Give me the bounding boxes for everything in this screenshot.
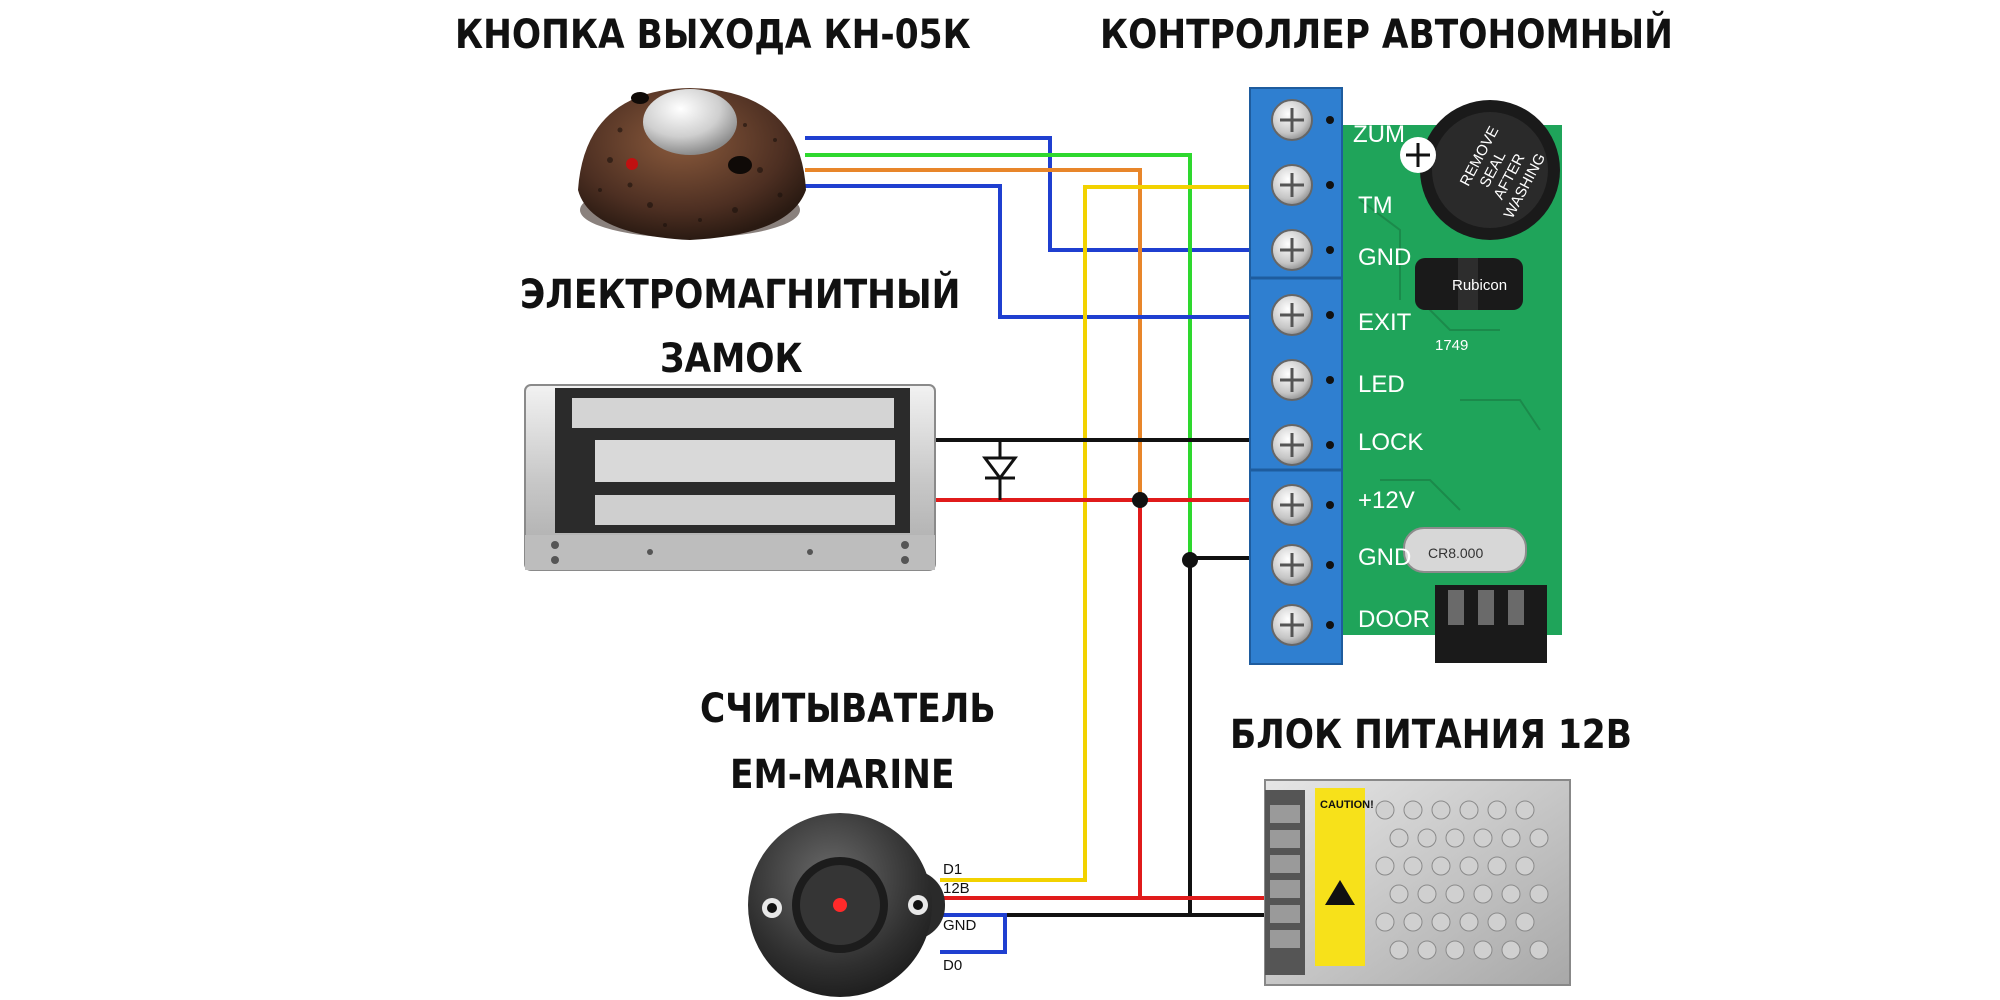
terminal-screw — [1271, 99, 1334, 141]
lock-title-line2: ЗАМОК — [660, 336, 803, 382]
psu-vent-hole — [1459, 856, 1479, 876]
pin-label-tm: TM — [1358, 192, 1393, 219]
wire-green-gnd — [805, 153, 1192, 558]
terminal-screw — [1271, 164, 1334, 206]
psu-vent-hole — [1529, 940, 1549, 960]
psu-vent-hole — [1487, 800, 1507, 820]
psu-vent-hole — [1473, 884, 1493, 904]
psu-vent-hole — [1431, 912, 1451, 932]
reader-device — [748, 813, 945, 997]
terminal-screw — [1271, 294, 1334, 336]
psu-vent-hole — [1515, 912, 1535, 932]
psu-vent-hole — [1487, 912, 1507, 932]
wire-blue-d0 — [940, 913, 1007, 954]
psu-vent-hole — [1375, 800, 1395, 820]
controller-pin-labels: ZUM TM GND EXIT LED LOCK +12V GND DOOR — [1353, 121, 1430, 633]
controller-title: КОНТРОЛЛЕР АВТОНОМНЫЙ — [1100, 12, 1673, 58]
psu-vent-hole — [1375, 856, 1395, 876]
reader-wire-d1: D1 — [943, 861, 962, 878]
psu-vent-hole — [1417, 828, 1437, 848]
psu-vent-hole — [1473, 940, 1493, 960]
psu-vent-hole — [1431, 856, 1451, 876]
led-indicator — [626, 158, 638, 170]
junction-12v — [1132, 492, 1148, 508]
junction-gnd — [1182, 552, 1198, 568]
psu-vent-hole — [1389, 884, 1409, 904]
psu-title: БЛОК ПИТАНИЯ 12В — [1230, 712, 1632, 758]
psu-device: CAUTION! — [1264, 779, 1571, 986]
svg-text:CAUTION!: CAUTION! — [1320, 799, 1374, 811]
wire-red-reader-12v — [940, 500, 1142, 900]
psu-caution-label — [1315, 788, 1365, 966]
capacitor-brand: Rubicon — [1452, 277, 1507, 294]
psu-vent-hole — [1501, 828, 1521, 848]
psu-vent-hole — [1515, 800, 1535, 820]
psu-vent-hole — [1445, 828, 1465, 848]
reader-title-line2: EM-MARINE — [730, 752, 955, 798]
wire-black-reader-gnd — [940, 558, 1192, 917]
psu-vent-hole — [1417, 884, 1437, 904]
psu-vent-hole — [1389, 940, 1409, 960]
pin-label-lock: LOCK — [1358, 429, 1423, 456]
pin-label-exit: EXIT — [1358, 309, 1412, 336]
reader-title-line1: СЧИТЫВАТЕЛЬ — [700, 686, 996, 732]
exit-button-title: КНОПКА ВЫХОДА КН-05К — [455, 12, 971, 58]
terminal-screw — [1271, 424, 1334, 466]
lock-title-line1: ЭЛЕКТРОМАГНИТНЫЙ — [520, 272, 961, 318]
terminal-screw — [1271, 359, 1334, 401]
psu-vent-hole — [1459, 912, 1479, 932]
pin-label-gnd2: GND — [1358, 544, 1411, 571]
pin-label-gnd: GND — [1358, 244, 1411, 271]
psu-vent-hole — [1459, 800, 1479, 820]
psu-vent-hole — [1473, 828, 1493, 848]
terminal-screw — [1271, 604, 1334, 646]
reader-wire-d0: D0 — [943, 957, 962, 974]
psu-vent-hole — [1515, 856, 1535, 876]
diode-symbol — [982, 440, 1018, 500]
psu-vent-hole — [1375, 912, 1395, 932]
wire-blue-gnd — [805, 136, 1250, 252]
psu-vent-hole — [1501, 884, 1521, 904]
wire-yellow-tm — [940, 185, 1250, 882]
crystal-label: CR8.000 — [1428, 545, 1483, 561]
psu-vent-hole — [1403, 856, 1423, 876]
magnetic-lock-device — [524, 384, 936, 571]
pin-label-zum: ZUM — [1353, 121, 1405, 148]
wire-blue-exit — [805, 184, 1250, 319]
wires — [805, 136, 1265, 954]
exit-button-device — [578, 88, 806, 240]
psu-vent-hole — [1417, 940, 1437, 960]
psu-vent-hole — [1403, 800, 1423, 820]
psu-vent-hole — [1389, 828, 1409, 848]
board-code: 1749 — [1435, 337, 1468, 354]
pin-label-door: DOOR — [1358, 606, 1430, 633]
psu-vent-hole — [1529, 828, 1549, 848]
psu-vent-hole — [1445, 940, 1465, 960]
crystal — [1403, 527, 1527, 573]
reader-wire-gnd: GND — [943, 917, 977, 934]
reader-led — [833, 898, 847, 912]
terminal-screw — [1271, 229, 1334, 271]
buzzer-text: REMOVE SEAL AFTER WASHING — [1457, 124, 1549, 222]
terminal-screw — [1271, 544, 1334, 586]
psu-vent-hole — [1431, 800, 1451, 820]
pin-label-12v: +12V — [1358, 487, 1415, 514]
pin-label-led: LED — [1358, 371, 1405, 398]
terminal-screw — [1271, 484, 1334, 526]
psu-vent-hole — [1487, 856, 1507, 876]
psu-vent-hole — [1501, 940, 1521, 960]
psu-vent-hole — [1403, 912, 1423, 932]
psu-vent-hole — [1445, 884, 1465, 904]
wire-orange-12v — [805, 168, 1142, 500]
controller-device: Rubicon 1749 CR8.000 — [1249, 87, 1562, 665]
psu-vent-hole — [1529, 884, 1549, 904]
reader-wire-12v: 12В — [943, 880, 970, 897]
